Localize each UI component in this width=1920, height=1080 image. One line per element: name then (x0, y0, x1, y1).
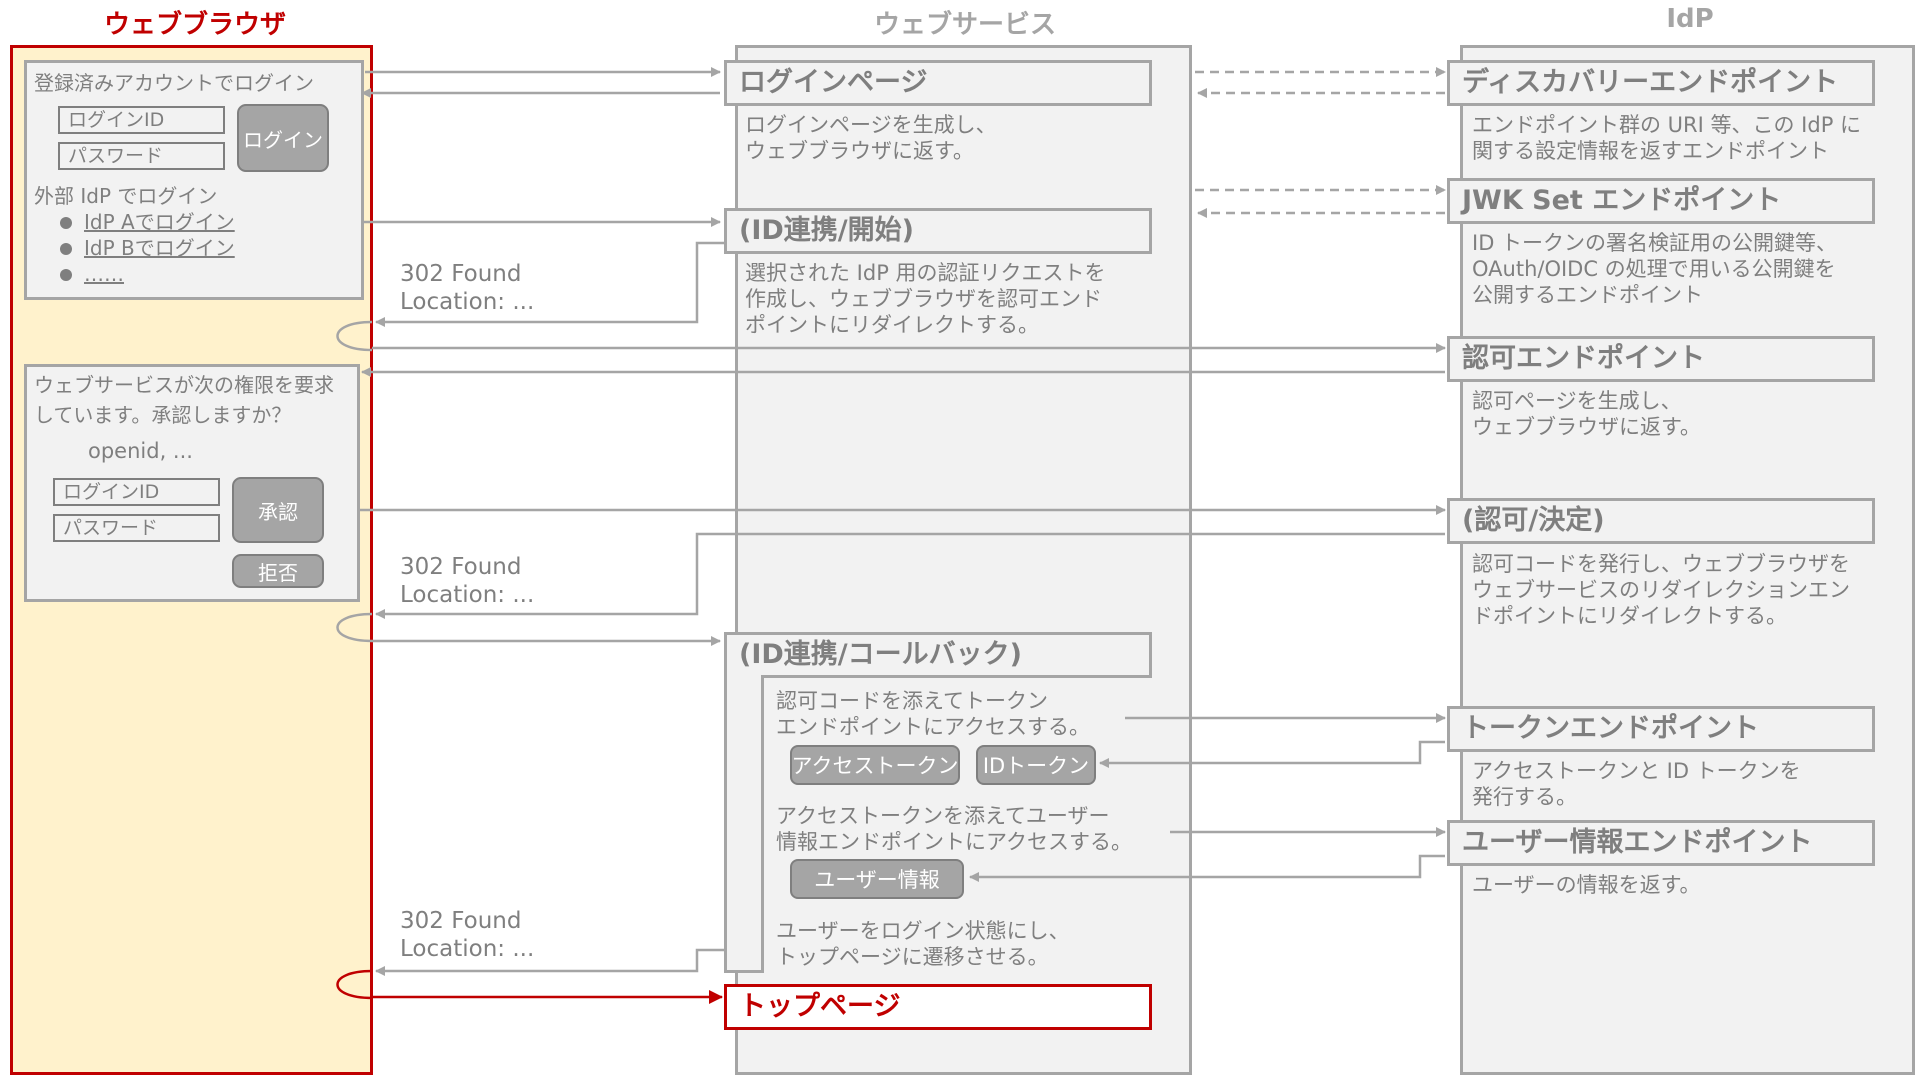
redirect-label-3: 302 Found Location: ... (400, 908, 535, 962)
federation-start-desc: 選択された IdP 用の認証リクエストを 作成し、ウェブブラウザを認可エンド ポ… (745, 261, 1106, 337)
arrow-redirect-2 (375, 532, 1445, 619)
authorization-decision-box: (認可/決定) (1447, 498, 1875, 544)
arrow-userinfo-response (969, 854, 1445, 882)
jwks-endpoint-desc: ID トークンの署名検証用の公開鍵等、 OAuth/OIDC の処理で用いる公開… (1472, 231, 1838, 307)
external-login-heading: 外部 IdP でログイン (34, 184, 218, 208)
jwks-endpoint-box: JWK Set エンドポイント (1447, 178, 1875, 224)
approve-button[interactable]: 承認 (232, 477, 324, 543)
idp-b-login-link[interactable]: IdP Bでログイン (84, 236, 235, 260)
user-info-badge: ユーザー情報 (790, 859, 964, 899)
bullet-icon (60, 243, 72, 255)
authorization-endpoint-box: 認可エンドポイント (1447, 336, 1875, 382)
loop-redirect-1 (336, 320, 373, 352)
lane-title-browser: ウェブブラウザ (103, 10, 286, 40)
arrow-token-response (1099, 740, 1445, 768)
federation-callback-box: (ID連携/コールバック) (724, 632, 1152, 678)
consent-login-id-field[interactable]: ログインID (53, 478, 220, 506)
login-page-desc: ログインページを生成し、 ウェブブラウザに返す。 (745, 113, 997, 163)
token-endpoint-box: トークンエンドポイント (1447, 706, 1875, 752)
userinfo-endpoint-desc: ユーザーの情報を返す。 (1472, 873, 1701, 897)
more-idp-link[interactable]: …… (84, 262, 124, 286)
arrow-redirect-1 (375, 241, 724, 327)
redirect-label-1: 302 Found Location: ... (400, 261, 535, 315)
idp-a-login-link[interactable]: IdP Aでログイン (84, 210, 235, 234)
callback-step-login: ユーザーをログイン状態にし、 トップページに遷移させる。 (776, 919, 1070, 969)
requested-scopes: openid, ... (88, 439, 193, 463)
login-panel (24, 60, 364, 300)
discovery-endpoint-box: ディスカバリーエンドポイント (1447, 60, 1875, 106)
bullet-icon (60, 269, 72, 281)
consent-message: ウェブサービスが次の権限を要求 しています。承認しますか？ (34, 373, 334, 427)
loop-redirect-2 (336, 612, 373, 643)
login-page-box: ログインページ (724, 60, 1152, 106)
password-field[interactable]: パスワード (58, 142, 225, 170)
userinfo-endpoint-box: ユーザー情報エンドポイント (1447, 820, 1875, 866)
lane-title-idp: IdP (1666, 4, 1714, 34)
login-panel-heading: 登録済みアカウントでログイン (34, 71, 314, 95)
id-token-badge: IDトークン (976, 745, 1096, 785)
federation-start-box: (ID連携/開始) (724, 208, 1152, 254)
login-id-field[interactable]: ログインID (58, 106, 225, 134)
authorization-endpoint-desc: 認可ページを生成し、 ウェブブラウザに返す。 (1472, 389, 1701, 439)
callback-activation-bar (724, 675, 764, 973)
deny-button[interactable]: 拒否 (232, 554, 324, 588)
lane-title-webservice: ウェブサービス (873, 10, 1056, 40)
redirect-label-2: 302 Found Location: ... (400, 554, 535, 608)
consent-password-field[interactable]: パスワード (53, 514, 220, 542)
access-token-badge: アクセストークン (790, 745, 960, 785)
callback-step-userinfo: アクセストークンを添えてユーザー 情報エンドポイントにアクセスする。 (776, 804, 1132, 854)
loop-redirect-3 (336, 969, 373, 1000)
token-endpoint-desc: アクセストークンと ID トークンを 発行する。 (1472, 759, 1801, 809)
top-page-box: トップページ (724, 984, 1152, 1030)
callback-step-token: 認可コードを添えてトークン エンドポイントにアクセスする。 (776, 689, 1090, 739)
authorization-decision-desc: 認可コードを発行し、ウェブブラウザを ウェブサービスのリダイレクションエン ドポ… (1472, 552, 1850, 628)
discovery-endpoint-desc: エンドポイント群の URI 等、この IdP に 関する設定情報を返すエンドポイ… (1472, 113, 1862, 163)
bullet-icon (60, 217, 72, 229)
login-button[interactable]: ログイン (237, 104, 329, 172)
arrow-redirect-3 (375, 948, 724, 976)
